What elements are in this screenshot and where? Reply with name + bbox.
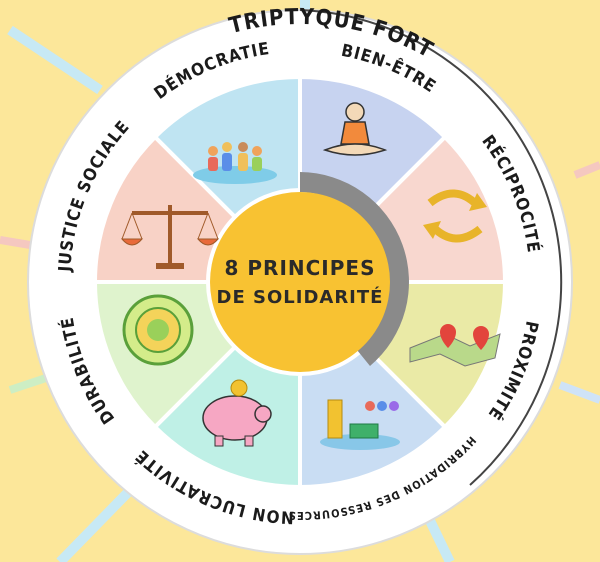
ray-right-low <box>558 381 600 404</box>
ray-right <box>573 161 600 179</box>
sustainability-circles-icon <box>122 294 194 366</box>
map-pins-icon <box>409 324 501 367</box>
sector-justice-sociale <box>92 134 238 284</box>
crowd-icon <box>193 142 277 184</box>
meditation-icon <box>322 102 388 156</box>
piggy-bank-icon <box>202 379 272 447</box>
exchange-arrows-icon <box>423 189 487 243</box>
triptyque-outline <box>299 9 563 486</box>
ray-top-left <box>7 25 103 95</box>
coins-money-icon <box>320 399 400 450</box>
center-circle <box>210 192 390 372</box>
ray-bottom-left <box>56 476 144 562</box>
balance-scale-icon <box>120 205 220 269</box>
center-title-line2: DE SOLIDARITÉ <box>217 286 384 308</box>
icons-group <box>120 102 501 450</box>
center-title-line1: 8 PRINCIPES <box>225 256 376 280</box>
